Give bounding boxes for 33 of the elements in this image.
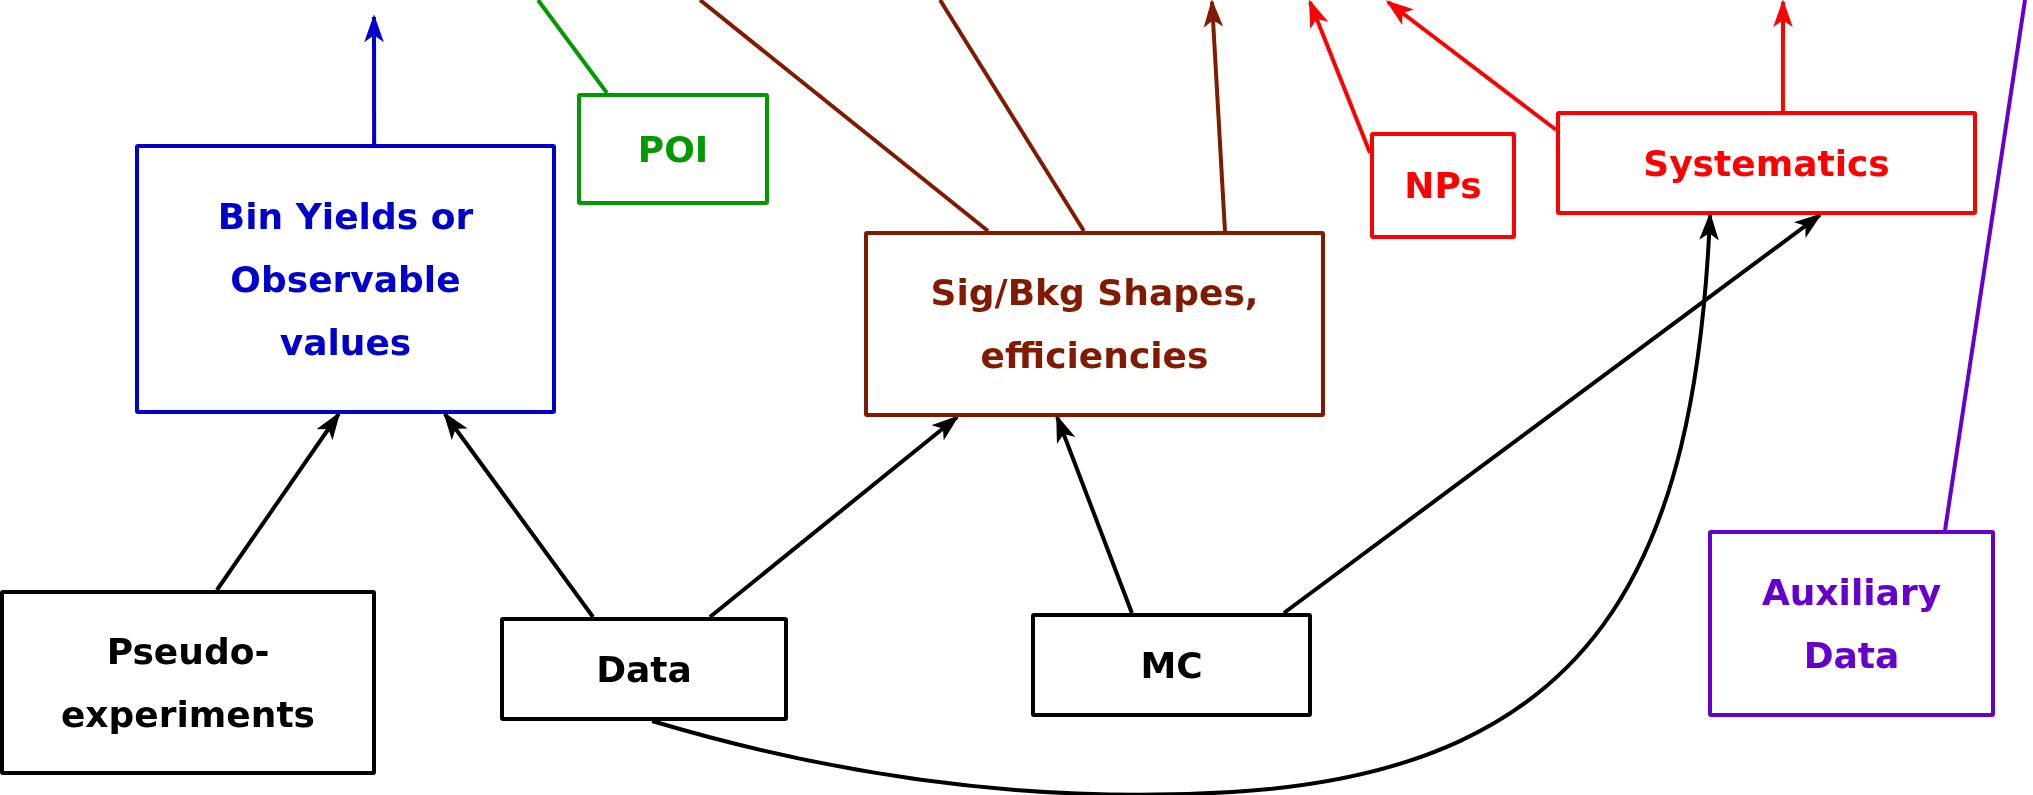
text-box (500, 617, 788, 721)
box-label: Bin Yields or Observable values (216, 194, 475, 365)
text-box (577, 93, 769, 205)
arrow (215, 411, 341, 592)
connector-line (1943, 0, 2027, 531)
box-label: Pseudo-experiments (59, 629, 317, 737)
box-label: NPs (1404, 164, 1482, 208)
text-box (1708, 530, 1995, 717)
connector-line (536, 0, 609, 95)
arrow (364, 14, 384, 144)
arrow (1282, 213, 1823, 615)
text-box (864, 231, 1325, 417)
arrow (1385, 0, 1558, 132)
arrow (1055, 414, 1134, 614)
box-label: Auxiliary Data (1760, 570, 1943, 678)
text-box (0, 590, 376, 775)
text-box (1556, 111, 1977, 215)
box-label: POI (637, 127, 709, 172)
arrow (708, 415, 960, 619)
box-label: Sig/Bkg Shapes, efficiencies (929, 271, 1260, 378)
arrow (1203, 0, 1227, 232)
box-label: Data (596, 647, 692, 692)
text-box (135, 144, 556, 414)
arrow (1308, 0, 1372, 154)
text-box (1031, 613, 1312, 717)
arrow (651, 212, 1719, 795)
box-label: MC (1140, 643, 1203, 688)
box-label: Systematics (1643, 141, 1890, 186)
arrow (1773, 0, 1793, 111)
connector-line (938, 0, 1086, 233)
text-box (1370, 132, 1516, 239)
arrow (443, 411, 595, 619)
connector-line (698, 0, 990, 233)
